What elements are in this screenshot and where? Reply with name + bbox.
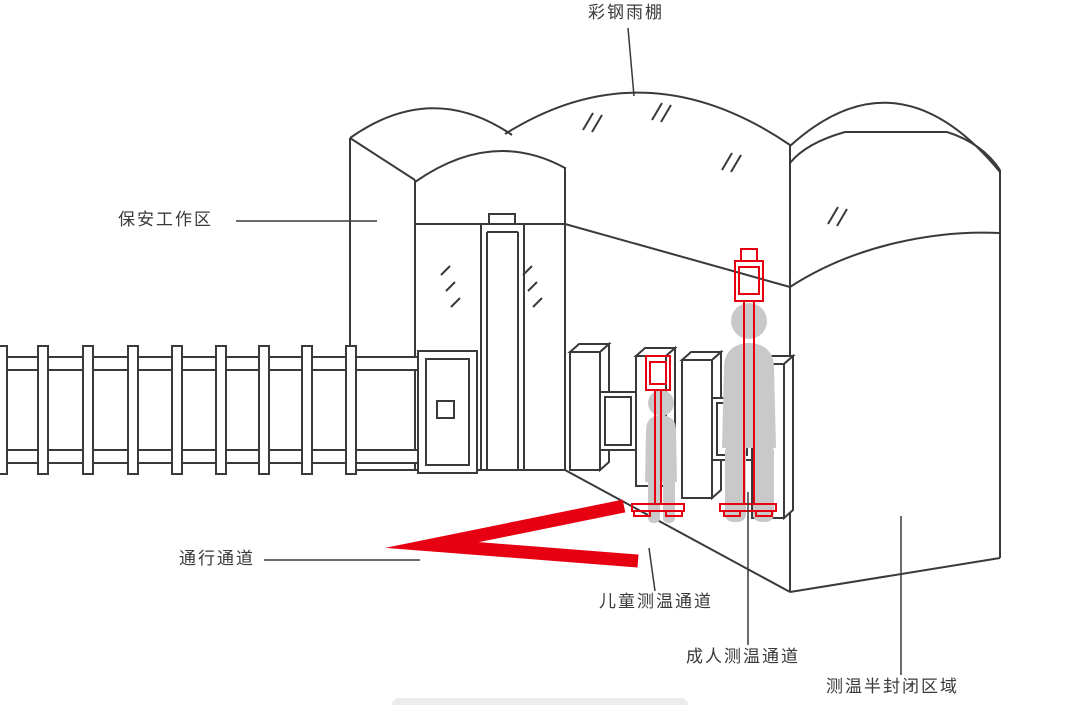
box-top-curve	[789, 231, 1001, 288]
canopy	[349, 91, 1001, 227]
leader-child-channel	[648, 547, 656, 592]
canopy-rear-arc-left	[789, 131, 846, 164]
canopy-rear-arc-right	[946, 131, 1001, 171]
leader-lines	[236, 27, 902, 675]
booth-side-top	[349, 137, 416, 181]
canopy-hatch-marks	[582, 102, 848, 227]
corridor-floor-edge	[564, 469, 791, 593]
label-child-channel: 儿童测温通道	[599, 592, 713, 611]
child-device-pole	[654, 390, 662, 504]
canopy-dome-middle	[504, 91, 791, 146]
bottom-watermark	[392, 698, 688, 705]
corridor-eave-edge	[564, 223, 791, 288]
adult-silhouette	[722, 303, 776, 522]
retractable-gate	[0, 345, 478, 475]
canopy-dome-right	[789, 101, 1001, 173]
leader-canopy	[627, 27, 635, 97]
canopy-dome-left	[349, 107, 513, 139]
child-device-head	[645, 355, 671, 391]
child-device-base	[631, 503, 685, 512]
direction-arrow	[385, 499, 639, 568]
label-passage: 通行通道	[179, 549, 255, 568]
child-temp-device	[631, 355, 685, 517]
label-security-area: 保安工作区	[118, 210, 213, 229]
adult-device-pole	[743, 301, 755, 504]
adult-device-head	[734, 260, 764, 302]
booth-door	[480, 213, 525, 470]
label-semi-enclosed: 测温半封闭区域	[826, 677, 959, 696]
swing-flap-1	[599, 391, 637, 451]
box-bottom-edge	[789, 557, 1001, 593]
gate-posts	[0, 345, 357, 475]
label-canopy: 彩钢雨棚	[588, 3, 664, 22]
gate-control-box	[417, 350, 478, 474]
booth-front-arch	[414, 150, 566, 183]
security-booth	[349, 137, 566, 471]
booth-door-sign	[488, 213, 516, 225]
adult-device-cap	[740, 248, 758, 262]
gate-control-button	[436, 400, 455, 419]
label-adult-channel: 成人测温通道	[686, 647, 800, 666]
booth-vent-marks	[440, 265, 543, 308]
